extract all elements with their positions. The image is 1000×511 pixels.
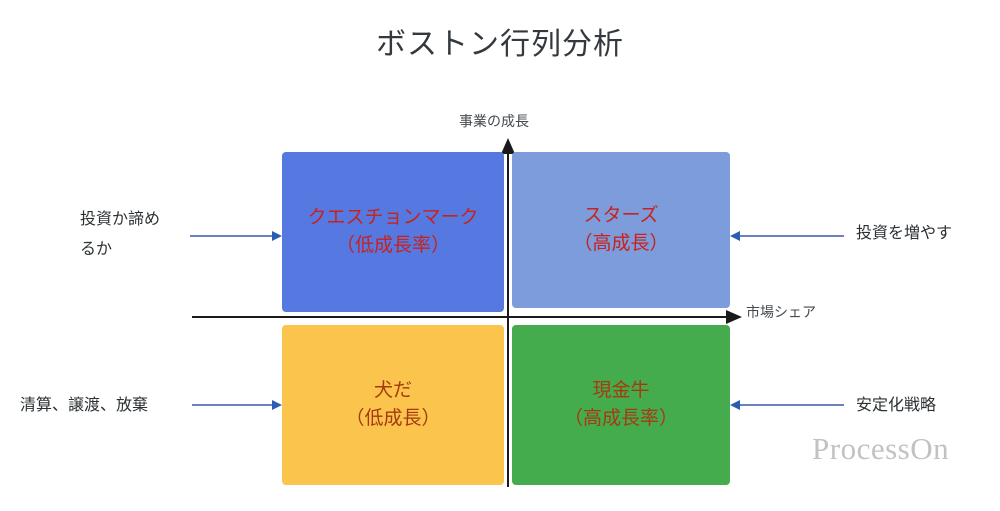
arrow-head-icon-stabilize: [730, 400, 740, 410]
y-axis-label: 事業の成長: [459, 113, 529, 129]
arrow-head-icon-liquidate: [272, 400, 282, 410]
quadrant-subtitle: （低成長）: [345, 408, 441, 429]
annotation-stabilization-strategy: 安定化戦略: [856, 397, 937, 414]
y-axis-arrow-icon: [501, 138, 515, 154]
annotation-increase-investment: 投資を増やす: [856, 225, 953, 242]
page-title: ボストン行列分析: [376, 28, 624, 61]
quadrant-title: スターズ: [583, 205, 659, 226]
connector-line-liquidate: [192, 404, 272, 406]
quadrant-stars[interactable]: スターズ （高成長）: [512, 152, 730, 308]
quadrant-dogs[interactable]: 犬だ （低成長）: [282, 325, 504, 485]
connector-line-increase-investment: [740, 235, 844, 237]
quadrant-title: クエスチョンマーク: [307, 207, 479, 228]
x-axis-label: 市場シェア: [746, 304, 816, 320]
quadrant-title: 現金牛: [592, 380, 650, 401]
quadrant-subtitle: （低成長率）: [335, 235, 450, 256]
quadrant-cash-cows[interactable]: 現金牛 （高成長率）: [512, 325, 730, 485]
arrow-head-icon-invest-or-quit: [272, 231, 282, 241]
annotation-invest-or-quit: 投資か諦め るか: [80, 211, 161, 258]
arrow-head-icon-increase-investment: [730, 231, 740, 241]
x-axis-arrow-icon: [726, 310, 742, 324]
x-axis-line: [192, 316, 730, 318]
quadrant-subtitle: （高成長）: [573, 233, 669, 254]
quadrant-subtitle: （高成長率）: [563, 408, 678, 429]
quadrant-title: 犬だ: [373, 380, 412, 401]
connector-line-stabilize: [740, 404, 844, 406]
watermark-processon: ProcessOn: [812, 431, 950, 466]
annotation-liquidate-transfer-abandon: 清算、譲渡、放棄: [20, 397, 149, 414]
y-axis-line: [507, 152, 509, 487]
connector-line-invest-or-quit: [190, 235, 272, 237]
quadrant-question-marks[interactable]: クエスチョンマーク （低成長率）: [282, 152, 504, 312]
